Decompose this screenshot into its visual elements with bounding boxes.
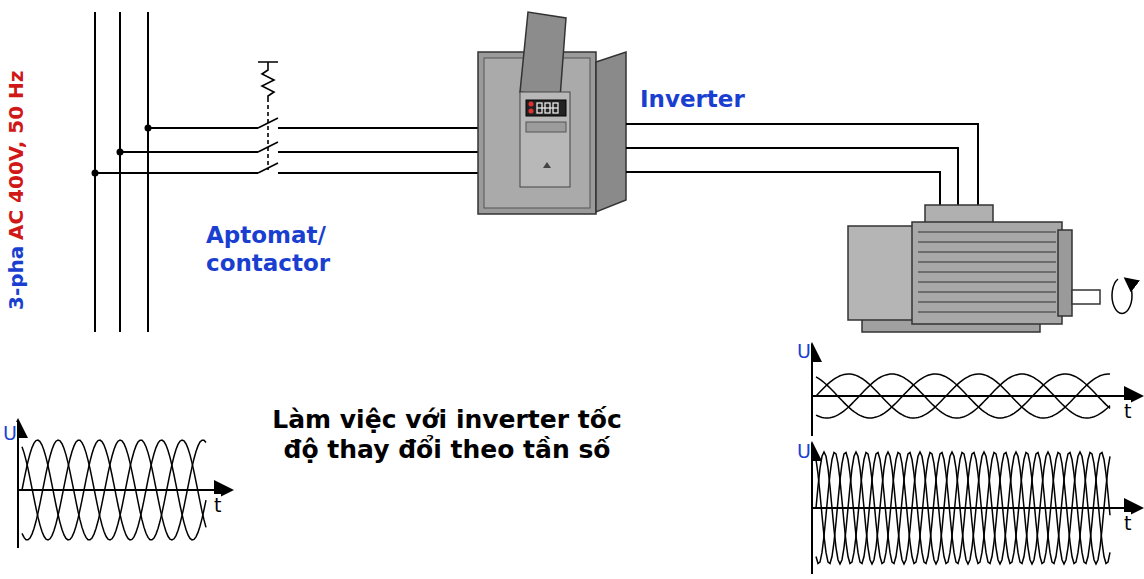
- sine-waves: [22, 374, 1110, 564]
- axis-label: U: [797, 440, 811, 463]
- cooling-fin: [918, 301, 1056, 302]
- junction-dots: [92, 125, 152, 177]
- cooling-fin: [918, 271, 1056, 272]
- axis-label: U: [3, 422, 17, 445]
- inverter-unit: [478, 12, 626, 214]
- phase-label: 3-pha: [4, 246, 28, 310]
- phase-wave: [816, 374, 1110, 418]
- phase-wave: [816, 452, 1110, 564]
- cooling-fin: [918, 261, 1056, 262]
- phase-wave: [816, 453, 1110, 564]
- axis-label: t: [1124, 400, 1131, 423]
- phase-wave: [22, 440, 206, 540]
- axis-label: U: [797, 340, 811, 363]
- waveform-axes: [18, 346, 1140, 574]
- motor: [848, 205, 1132, 332]
- phase-wave: [816, 374, 1110, 418]
- cooling-fin: [918, 251, 1056, 252]
- cooling-fin: [918, 281, 1056, 282]
- phase-wave: [22, 440, 206, 540]
- axis-label: t: [1124, 512, 1131, 535]
- motor-wires: [626, 124, 978, 207]
- phase-wave: [22, 440, 206, 540]
- caption-note: Làm việc với inverter tốc độ thay đổi th…: [262, 405, 632, 465]
- phase-wave: [816, 374, 1110, 418]
- breaker-symbol: [258, 62, 278, 173]
- cooling-fin: [918, 311, 1056, 312]
- breaker-label: Aptomat/ contactor: [206, 222, 396, 277]
- axis-label: t: [214, 494, 221, 517]
- supply-rating: AC 400V, 50 Hz: [4, 70, 28, 240]
- cooling-fin: [918, 231, 1056, 232]
- input-wires: [95, 128, 478, 173]
- cooling-fin: [918, 291, 1056, 292]
- phase-wave: [816, 453, 1110, 564]
- cooling-fin: [918, 241, 1056, 242]
- inverter-label: Inverter: [640, 86, 745, 114]
